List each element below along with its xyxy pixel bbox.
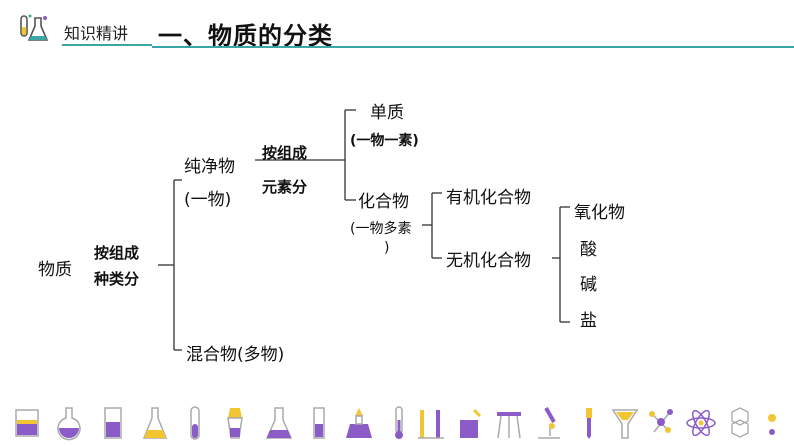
- test-tube-rack-icon: [418, 410, 444, 439]
- round-flask-icon: [57, 407, 81, 441]
- node-acid: 酸: [580, 240, 597, 260]
- node-compound-note-line2: ): [384, 240, 390, 256]
- node-salt: 盐: [580, 311, 597, 331]
- page-title: 一、物质的分类: [158, 22, 333, 50]
- microscope-icon: [538, 407, 560, 439]
- graduated-beaker-icon: [313, 407, 325, 439]
- molecule-icon: [649, 409, 673, 433]
- conical-flask-icon: [142, 407, 168, 439]
- node-pure-substance: 纯净物: [184, 157, 235, 177]
- criterion-species-line2: 种类分: [94, 270, 140, 288]
- node-oxide: 氧化物: [574, 203, 625, 223]
- node-inorganic-compound: 无机化合物: [446, 251, 531, 271]
- header-divider: [152, 46, 794, 48]
- node-compound: 化合物: [358, 192, 409, 212]
- node-organic-compound: 有机化合物: [446, 188, 531, 208]
- bunsen-stand-icon: [460, 408, 482, 438]
- node-elementary-note: (一物一素): [350, 133, 419, 149]
- criterion-element-line1: 按组成: [262, 144, 308, 162]
- sparkle-icon: [768, 414, 776, 435]
- funnel-icon: [611, 409, 639, 439]
- section-tag: 知识精讲: [64, 24, 129, 43]
- alcohol-lamp-icon: [346, 408, 372, 438]
- lab-flask-icon: [20, 14, 49, 41]
- criterion-element-line2: 元素分: [262, 178, 308, 196]
- pipette-icon: [586, 408, 592, 439]
- node-pure-note: (一物): [184, 190, 232, 210]
- node-substance: 物质: [38, 260, 72, 280]
- tall-beaker-icon: [104, 407, 122, 439]
- section-tag-underline: [62, 44, 152, 46]
- beaker-icon: [15, 409, 39, 437]
- tripod-icon: [497, 412, 521, 439]
- node-base: 碱: [580, 275, 597, 295]
- node-mixture: 混合物(多物): [186, 345, 285, 365]
- node-compound-note-line1: (一物多素: [350, 221, 412, 237]
- dropper-icon: [227, 408, 243, 439]
- thermometer-icon: [395, 406, 403, 439]
- flask-icon: [265, 407, 293, 439]
- atom-icon: [686, 409, 716, 437]
- hexagon-structure-icon: [731, 407, 749, 438]
- node-elementary-substance: 单质: [370, 103, 404, 123]
- criterion-species-line1: 按组成: [94, 244, 140, 262]
- test-tube-icon: [190, 406, 200, 440]
